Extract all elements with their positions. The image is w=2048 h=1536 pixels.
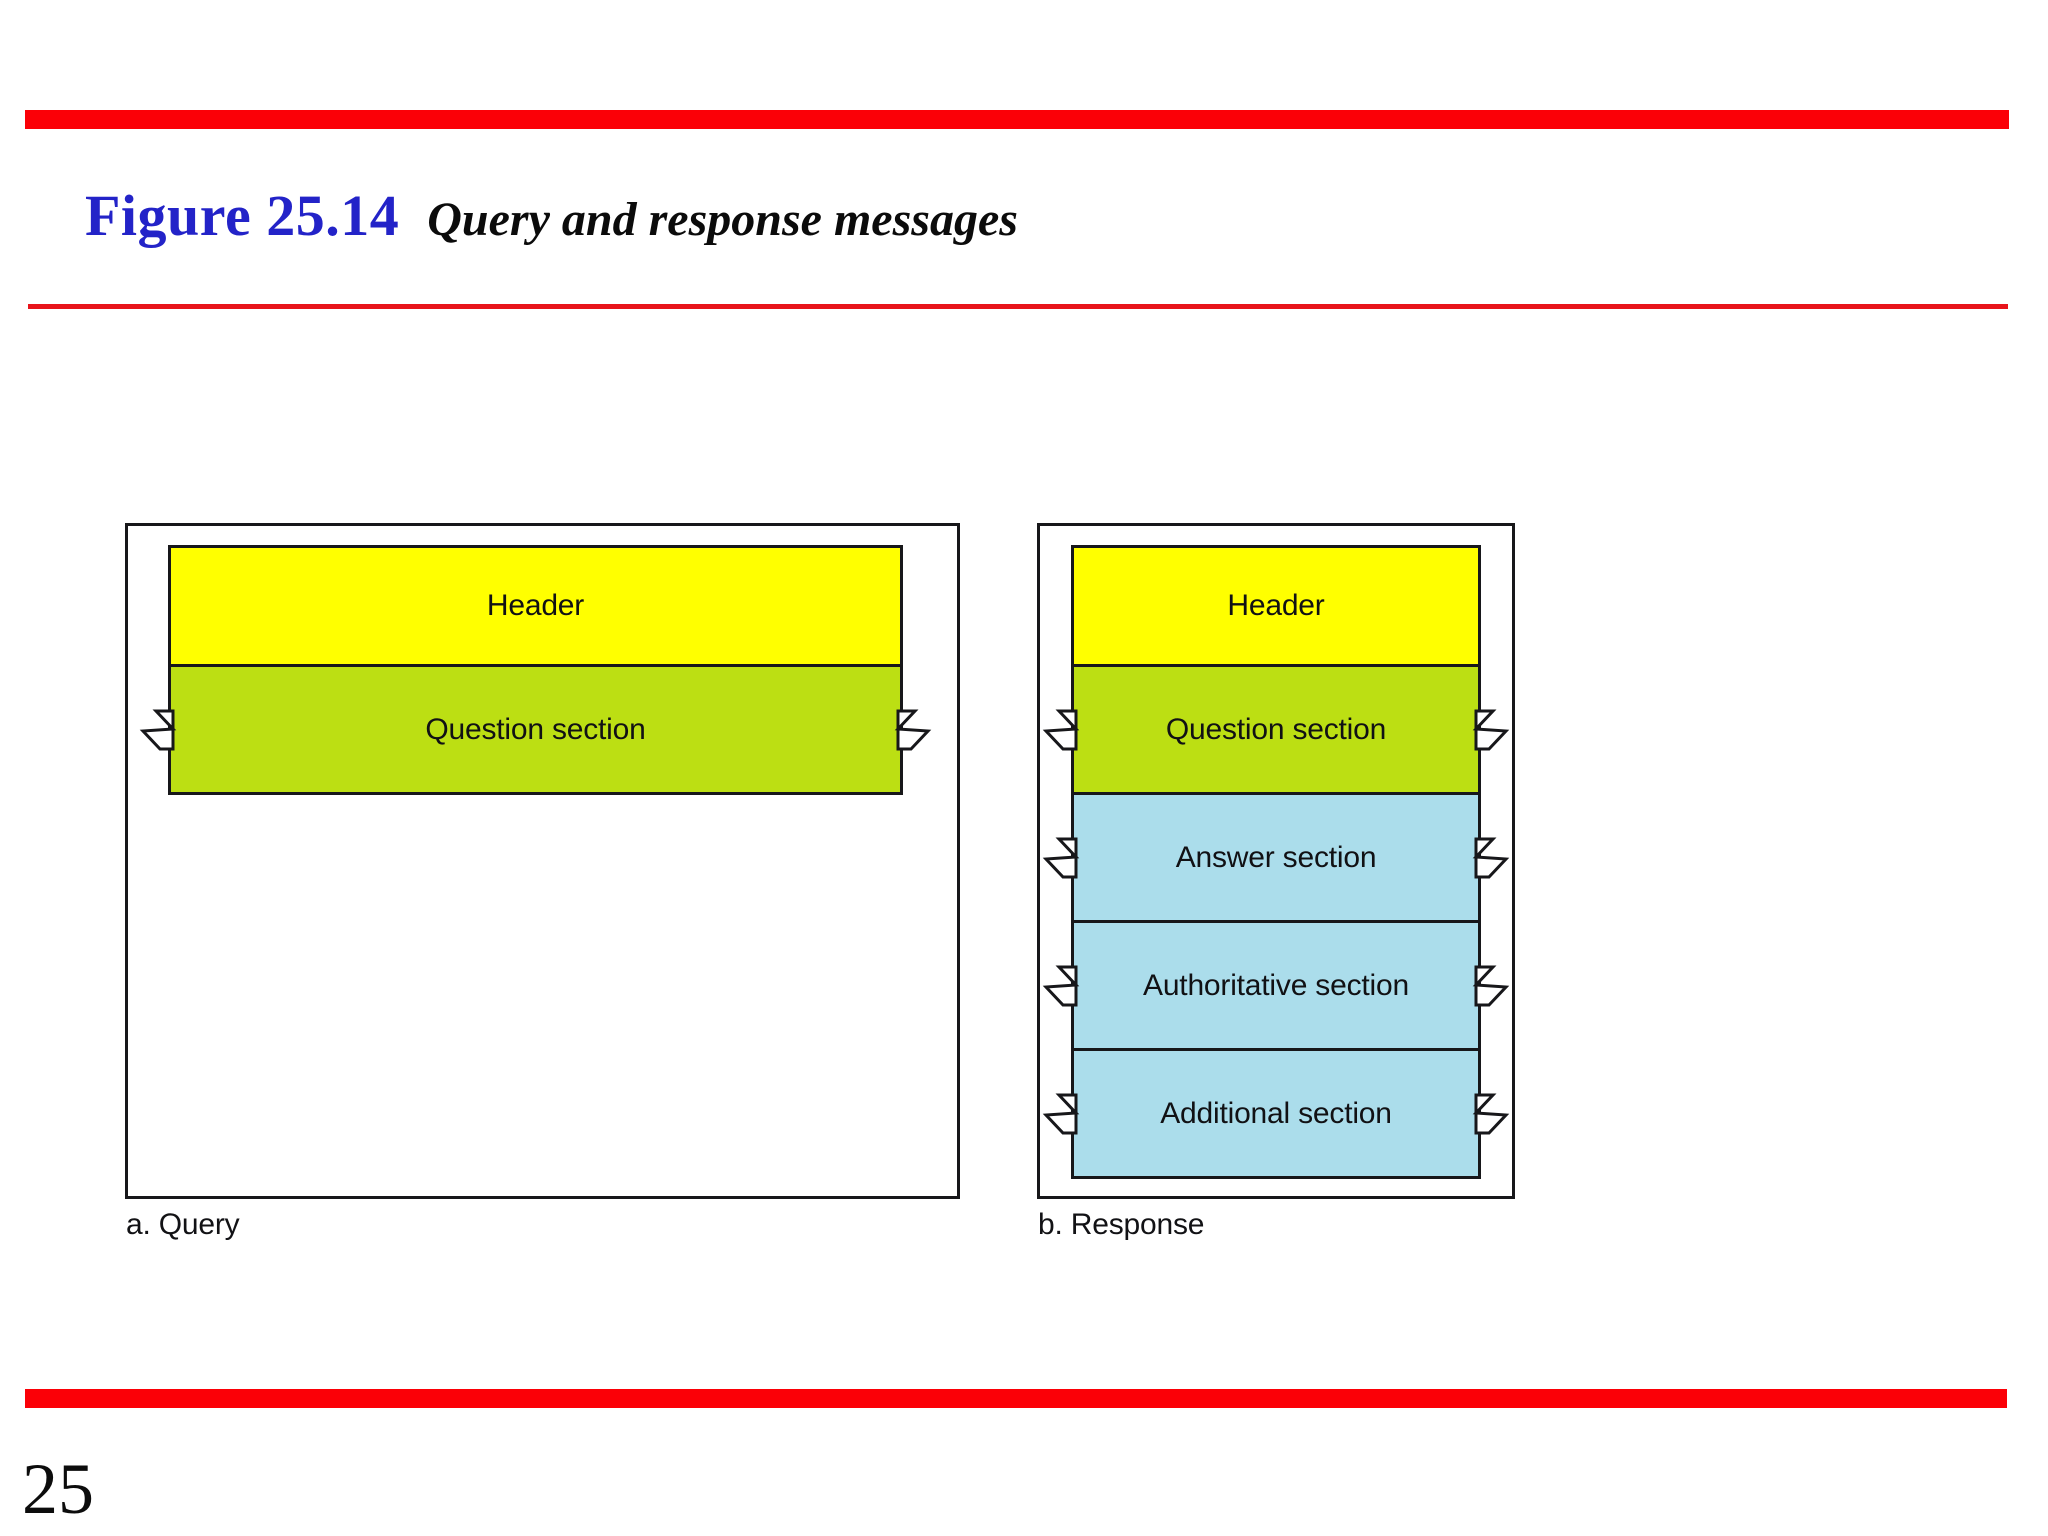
torn-edge-left-icon (1042, 837, 1080, 879)
torn-edge-left-icon (1042, 965, 1080, 1007)
torn-edge-right-icon (1472, 965, 1510, 1007)
message-section-question-section: Question section (1042, 664, 1510, 795)
message-section-label: Authoritative section (1143, 968, 1409, 1002)
page-number: 25 (22, 1449, 94, 1529)
message-section-label: Header (1227, 589, 1325, 622)
page-title: Figure 25.14 Query and response messages (85, 182, 1018, 252)
message-section-label: Answer section (1175, 840, 1377, 874)
message-section-label: Additional section (1160, 1096, 1392, 1130)
torn-edge-right-icon (1472, 1093, 1510, 1135)
torn-edge-right-icon (1472, 837, 1510, 879)
message-section-authoritative-section: Authoritative section (1042, 920, 1510, 1051)
message-section-label: Question section (1165, 712, 1387, 746)
message-section-additional-section: Additional section (1042, 1048, 1510, 1179)
torn-edge-right-icon (1472, 709, 1510, 751)
response-panel-caption: b. Response (1038, 1208, 1205, 1241)
figure-caption: Query and response messages (427, 193, 1018, 246)
figure-label: Figure 25.14 (85, 183, 400, 248)
message-section-header: Header (1071, 545, 1481, 667)
message-section-label: Question section (425, 712, 646, 746)
torn-edge-left-icon (1042, 709, 1080, 751)
top-red-rule (25, 110, 2009, 129)
bottom-red-rule (25, 1389, 2007, 1408)
message-section-question-section: Question section (139, 664, 932, 795)
message-section-answer-section: Answer section (1042, 792, 1510, 923)
torn-edge-left-icon (1042, 1093, 1080, 1135)
torn-edge-right-icon (894, 709, 932, 751)
title-underline-rule (28, 304, 2008, 309)
torn-edge-left-icon (139, 709, 177, 751)
message-section-label: Header (486, 589, 585, 622)
message-section-header: Header (168, 545, 903, 667)
query-panel-caption: a. Query (126, 1208, 240, 1241)
